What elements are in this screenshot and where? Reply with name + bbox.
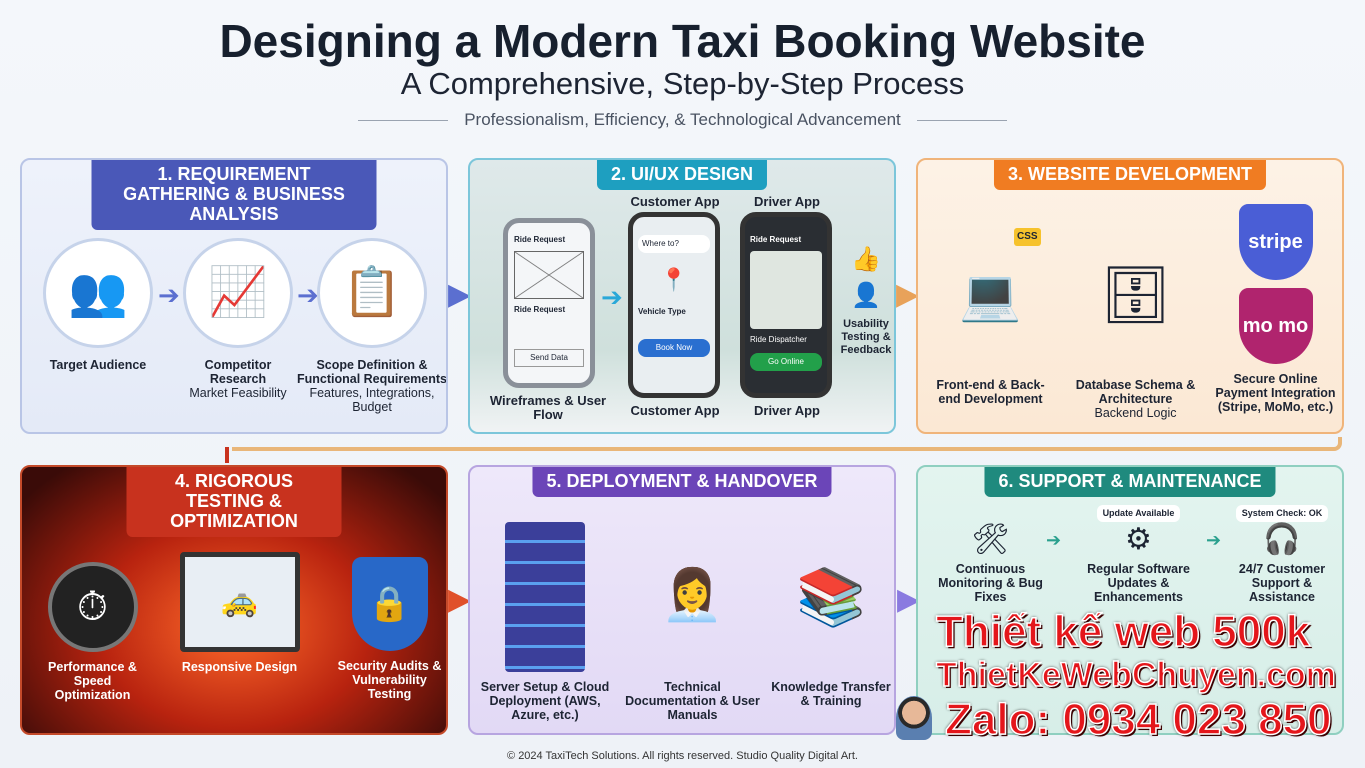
item-server-setup: Server Setup & Cloud Deployment (AWS, Az… [480,522,610,722]
system-check-bubble: System Check: OK [1235,505,1329,522]
watermark-line-3: Zalo: 0934 023 850 [944,695,1332,744]
wire-button: Send Data [514,349,584,367]
shield-lock-icon: 🔒 [351,557,428,651]
arrow-icon: ▶ [897,583,921,616]
panel-title: 3. WEBSITE DEVELOPMENT [993,160,1267,190]
thumbs-up-icon: 👍 [851,246,881,273]
books-icon: 📚 [796,565,866,628]
headset-icon: 🎧 [1263,523,1301,556]
item-monitoring: 🛠Continuous Monitoring & Bug Fixes [928,505,1053,605]
css-badge: CSS [1014,228,1041,246]
driver-app-label: Driver App [754,403,820,418]
panel-title: 6. SUPPORT & MAINTENANCE [984,467,1276,497]
page-subtitle: A Comprehensive, Step-by-Step Process [400,66,965,101]
footer-copyright: © 2024 TaxiTech Solutions. All rights re… [507,750,858,762]
item-performance: ⏱Performance & Speed Optimization [40,562,145,702]
growth-chart-icon: 📈 [183,238,293,348]
panel-support-maintenance: 6. SUPPORT & MAINTENANCE 🛠Continuous Mon… [916,465,1344,735]
document-checklist-icon: 📋 [317,238,427,348]
presenter-photo [896,696,932,740]
panel-title: 1. REQUIREMENT GATHERING & BUSINESS ANAL… [91,160,377,230]
code-monitor-icon: 💻 [959,267,1022,323]
panel-requirement-gathering: 1. REQUIREMENT GATHERING & BUSINESS ANAL… [20,158,448,434]
wrench-screwdriver-icon: 🛠 [971,523,1010,556]
driver-app-top-label: Driver App [754,194,820,209]
item-software-updates: Update Available⚙Regular Software Update… [1066,505,1211,604]
devices-icon: 🚕 [179,552,300,652]
panel-title: 5. DEPLOYMENT & HANDOVER [532,467,832,497]
arrow-icon: ➔ [1206,530,1222,550]
watermark-line-2: ThietKeWebChuyen.com [935,656,1336,694]
item-responsive-design: 🚕Responsive Design [167,552,312,674]
customer-app-top-label: Customer App [630,194,720,209]
panel-deployment-handover: 5. DEPLOYMENT & HANDOVER Server Setup & … [468,465,896,735]
momo-shield-icon: mo mo [1238,288,1313,364]
server-rack-icon [505,522,585,672]
speedometer-icon: ⏱ [47,562,138,652]
panel-testing-optimization: 4. RIGOROUS TESTING & OPTIMIZATION ⏱Perf… [20,465,448,735]
stripe-shield-icon: stripe [1238,204,1313,280]
customer-app-label: Customer App [630,403,720,418]
arrow-icon: ▶ [896,278,920,311]
panel-title: 2. UI/UX DESIGN [596,160,768,190]
arrow-icon: ➔ [158,280,180,310]
team-presentation-icon: 👩‍💼 [661,566,724,623]
connector-arrow [232,437,1342,451]
item-target-audience: 👥Target Audience [37,238,159,372]
map-pin-icon: 📍 [660,267,688,292]
item-scope-definition: 📋Scope Definition & Functional Requireme… [294,238,446,414]
arrow-icon: ▶ [448,278,472,311]
arrow-icon: ▶ [448,583,472,616]
page-title: Designing a Modern Taxi Booking Website [219,15,1146,67]
database-icon: 🗄 [1099,263,1172,326]
arrow-icon: ➔ [297,280,319,310]
watermark-line-1: Thiết kế web 500k [935,607,1311,656]
update-bubble: Update Available [1096,505,1181,522]
item-documentation: 👩‍💼Technical Documentation & User Manual… [620,517,765,723]
item-wireframes: Wireframes & User Flow [489,393,607,422]
item-knowledge-transfer: 📚Knowledge Transfer & Training [770,522,892,709]
connector-arrow [225,447,239,463]
cloud-gear-icon: ⚙ [1125,523,1152,556]
tagline: Professionalism, Efficiency, & Technolog… [0,110,1365,130]
item-usability-testing: 👍👤Usability Testing & Feedback [838,246,894,357]
arrow-icon: ➔ [1046,530,1062,550]
item-security-audits: 🔒Security Audits & Vulnerability Testing [332,557,446,701]
arrow-icon: ➔ [601,282,623,312]
user-icon: 👤 [851,282,881,309]
panel-title: 4. RIGOROUS TESTING & OPTIMIZATION [126,467,342,537]
item-customer-support: System Check: OK🎧24/7 Customer Support &… [1223,505,1341,604]
audience-icon: 👥 [43,238,153,348]
